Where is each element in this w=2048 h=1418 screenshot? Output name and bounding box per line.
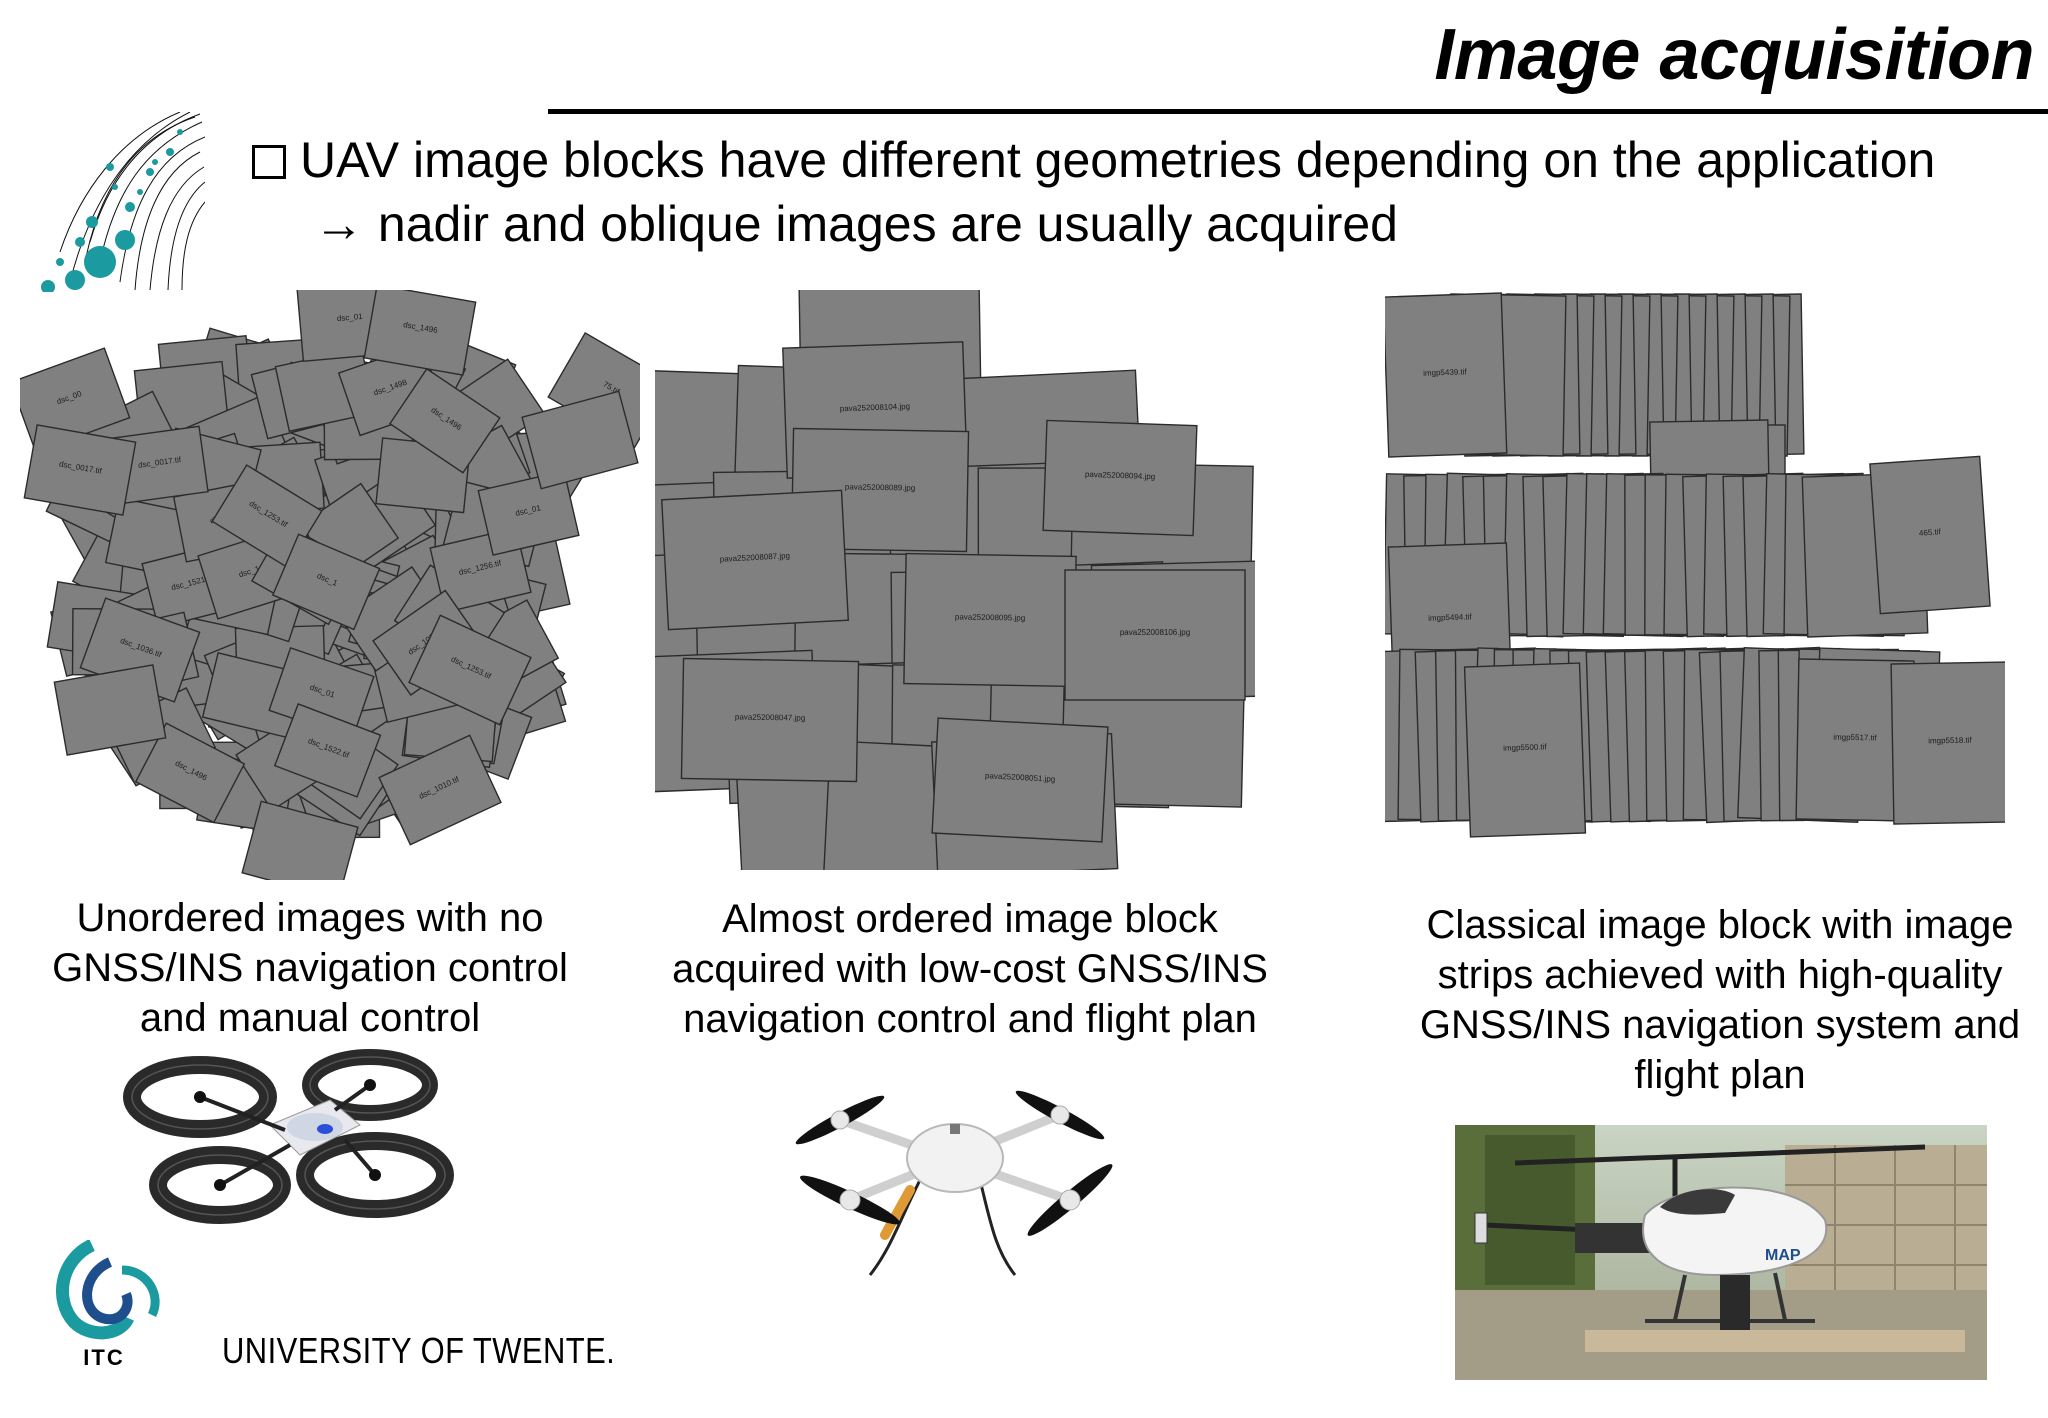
image-footprint: pava252008051.jpg (931, 717, 1109, 843)
image-footprint: dsc_1522.tif (273, 703, 382, 798)
image-footprint: pava252008047.jpg (680, 657, 860, 783)
image-footprint-label: imgp5518.tif (1928, 736, 1973, 746)
checkbox-bullet-icon (252, 145, 286, 179)
image-footprint-label: pava252008051.jpg (985, 771, 1056, 784)
university-name: UNIVERSITY OF TWENTE. (222, 1330, 616, 1371)
image-footprint: dsc_1496 (363, 290, 477, 376)
slide-title: Image acquisition (1434, 15, 2034, 95)
image-footprint: dsc_1010.tif (378, 734, 502, 846)
image-footprint-label: imgp5439.tif (1423, 367, 1468, 378)
itc-logo-text: ITC (83, 1345, 124, 1370)
image-footprint-label: 465.tif (1919, 527, 1942, 538)
image-footprint: dsc_0017.tif (23, 424, 137, 516)
image-footprint: imgp5518.tif (1890, 661, 2005, 825)
image-footprint: pava252008095.jpg (903, 552, 1077, 688)
itc-logo: ITC (56, 1240, 160, 1370)
bullet-text: UAV image blocks have different geometri… (300, 132, 1936, 188)
image-footprint-label: pava252008094.jpg (1085, 470, 1156, 481)
image-footprint-label: pava252008047.jpg (735, 712, 805, 722)
image-footprint: pava252008094.jpg (1042, 419, 1198, 537)
image-footprint (53, 664, 167, 756)
image-footprint-label: imgp5517.tif (1833, 733, 1878, 743)
image-footprint: dsc_1 (271, 533, 381, 631)
image-footprint-label: dsc_01 (337, 312, 364, 323)
image-footprint-label: pava252008106.jpg (1120, 628, 1190, 637)
image-footprint: dsc_1253.tif (408, 614, 532, 726)
unordered-image-block: dsc_01dsc_1dsc_1496dsc_149875.tifdsc_149… (20, 290, 640, 880)
image-footprint: dsc_1496 (388, 367, 501, 474)
helicopter-image: MAP (1455, 1125, 1987, 1380)
classical-image-block: imgp5439.tifimgp5391.tif465.tifimgp5494.… (1385, 285, 2005, 855)
image-footprint-label: pava252008095.jpg (955, 612, 1025, 622)
bullet-point: UAV image blocks have different geometri… (252, 128, 1935, 256)
image-footprint: pava252008106.jpg (1064, 569, 1246, 701)
quadcopter-toy-image (123, 1049, 454, 1224)
image-footprint: dsc_1496 (134, 722, 246, 824)
helicopter-text: MAP (1765, 1247, 1801, 1264)
image-footprint: dsc_01 (477, 470, 580, 556)
almost-ordered-image-block: pava252008104.jpg pava252008094.jpg pava25… (655, 290, 1255, 870)
bullet-subtext: → nadir and oblique images are usually a… (314, 196, 1398, 252)
image-footprint: 465.tif (1869, 455, 1991, 615)
quadcopter-white-image (795, 1090, 1113, 1276)
title-divider (548, 109, 2048, 114)
image-footprint-label: imgp5500.tif (1503, 742, 1548, 753)
decorative-swirl (41, 112, 205, 292)
image-footprint-label: pava252008087.jpg (720, 551, 791, 564)
image-footprint (241, 800, 359, 880)
image-footprint: imgp5439.tif (1385, 292, 1508, 458)
image-footprint-label: pava252008089.jpg (845, 482, 915, 492)
image-footprint: imgp5500.tif (1463, 662, 1587, 838)
image-footprint (521, 390, 639, 490)
image-footprint-label: pava252008104.jpg (840, 402, 911, 413)
image-footprint: pava252008087.jpg (660, 489, 850, 631)
image-footprint-label: imgp5494.tif (1428, 612, 1473, 623)
